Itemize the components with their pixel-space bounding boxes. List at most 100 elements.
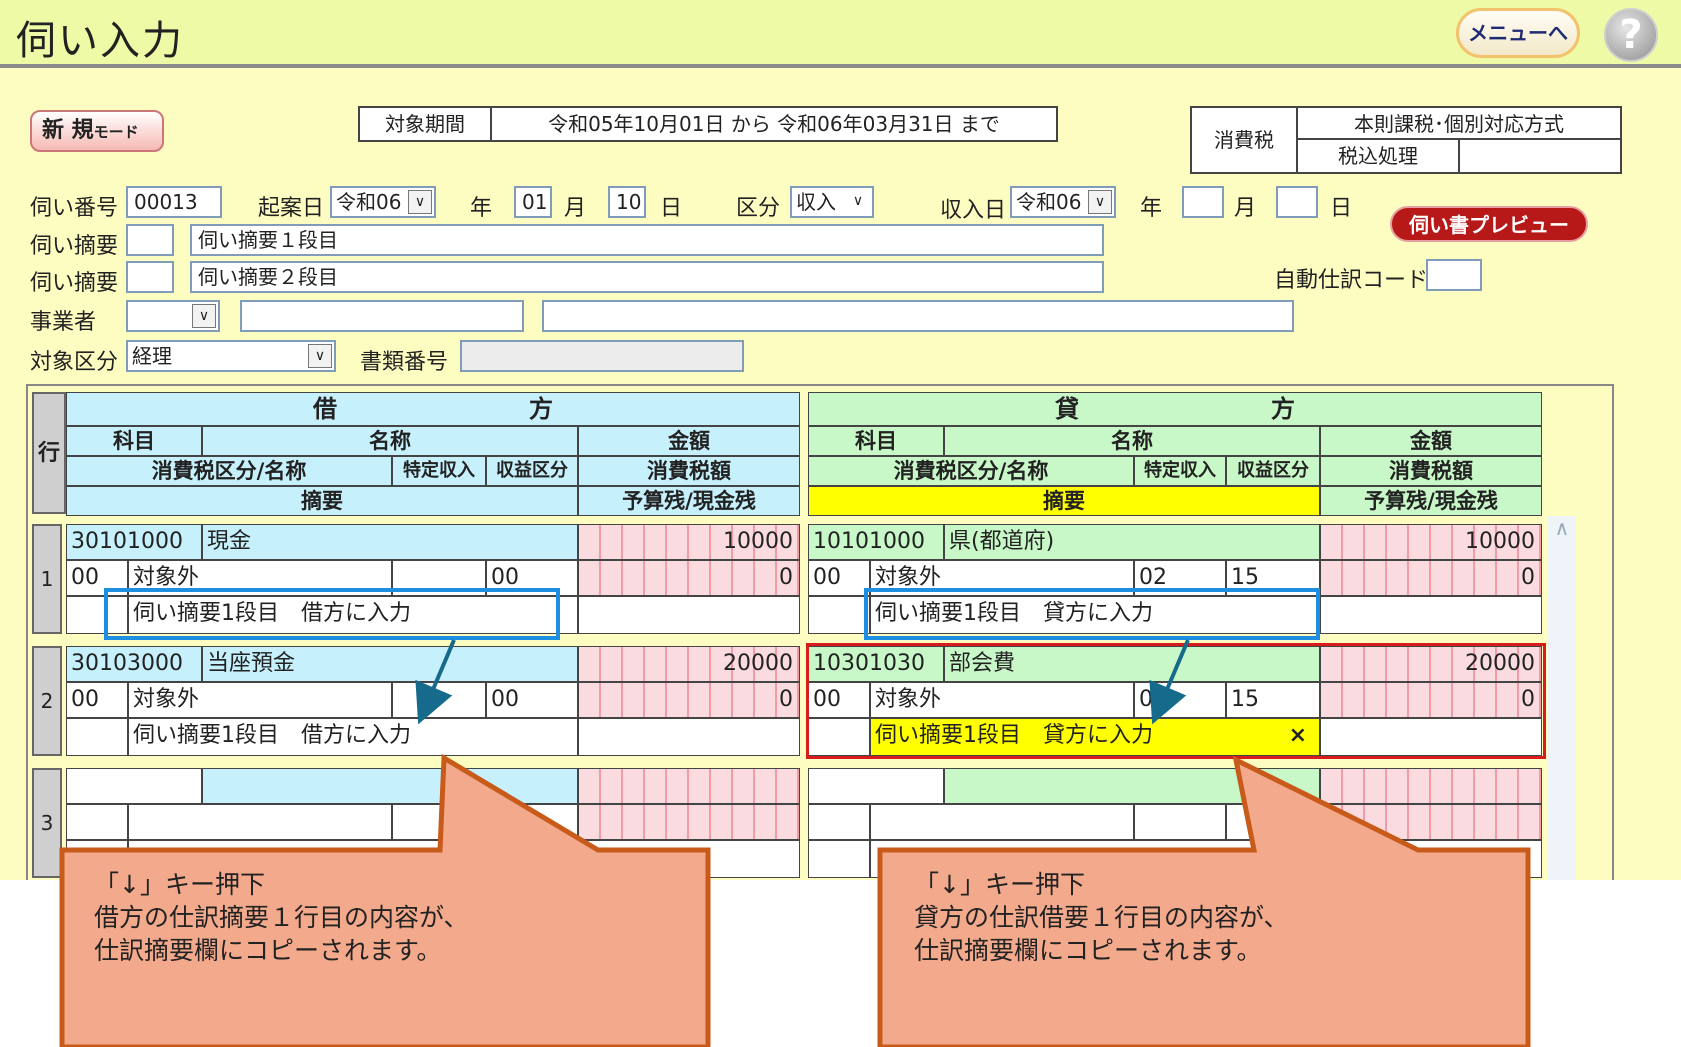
debit-tax-code[interactable]: 00 bbox=[66, 682, 128, 718]
receipt-era-select[interactable]: 令和06∨ bbox=[1010, 186, 1116, 218]
tax-processing: 税込処理 bbox=[1298, 140, 1460, 172]
grid-scrollbar[interactable]: ∧ bbox=[1548, 516, 1576, 880]
debit-summary-code[interactable] bbox=[66, 596, 128, 634]
draft-era-value: 令和06 bbox=[336, 190, 402, 214]
period-value: 令和05年10月01日 から 令和06年03月31日 まで bbox=[548, 112, 1000, 136]
clear-icon[interactable]: × bbox=[1288, 723, 1307, 748]
debit-tax-code[interactable] bbox=[66, 804, 128, 840]
credit-header: 貸 方 bbox=[808, 392, 1542, 426]
draft-era-select[interactable]: 令和06∨ bbox=[330, 186, 436, 218]
menu-button[interactable]: メニューへ bbox=[1456, 8, 1580, 58]
summary2-input[interactable]: 伺い摘要２段目 bbox=[190, 261, 1104, 293]
target-category-select[interactable]: 経理∨ bbox=[126, 340, 336, 372]
debit-tax-amount[interactable]: 0 bbox=[578, 560, 800, 596]
new-mode-button[interactable]: 新 規モード bbox=[30, 110, 164, 152]
active-entry-outline bbox=[806, 643, 1546, 759]
debit-amount[interactable]: 10000 bbox=[578, 524, 800, 560]
credit-budget bbox=[1320, 718, 1542, 756]
receipt-date-label: 収入日 bbox=[940, 198, 1007, 223]
credit-specific-income[interactable] bbox=[1134, 804, 1226, 840]
credit-revenue-class-header: 収益区分 bbox=[1226, 456, 1320, 486]
debit-tax-amount[interactable] bbox=[578, 804, 800, 840]
vendor-name-input[interactable] bbox=[542, 300, 1294, 332]
chevron-up-icon[interactable]: ∧ bbox=[1554, 516, 1570, 540]
debit-amount[interactable] bbox=[578, 768, 800, 804]
document-no-input[interactable] bbox=[460, 340, 744, 372]
debit-budget bbox=[578, 718, 800, 756]
debit-summary[interactable]: 伺い摘要1段目 借方に入力 bbox=[128, 718, 578, 756]
credit-account-name[interactable]: 県(都道府) bbox=[944, 524, 1320, 560]
draft-month-input[interactable]: 01 bbox=[514, 186, 552, 218]
callout-left-line: 借方の仕訳摘要１行目の内容が、 bbox=[94, 903, 469, 932]
credit-account-code[interactable]: 10301030 bbox=[808, 646, 944, 682]
credit-tax-amount[interactable]: 0 bbox=[1320, 560, 1542, 596]
debit-summary-code[interactable] bbox=[66, 718, 128, 756]
debit-account-name[interactable]: 現金 bbox=[202, 524, 578, 560]
credit-summary-highlight bbox=[864, 588, 1320, 640]
title-bar: 伺い入力 メニューへ ? bbox=[0, 0, 1681, 68]
credit-summary-text: 伺い摘要1段目 貸方に入力 bbox=[875, 723, 1153, 748]
receipt-day-input[interactable] bbox=[1276, 186, 1318, 218]
tax-method: 本則課税･個別対応方式 bbox=[1298, 108, 1620, 140]
app-window: 伺い入力 メニューへ ? 新 規モード 対象期間 令和05年10月01日 から … bbox=[0, 0, 1681, 880]
vendor-code-input[interactable] bbox=[240, 300, 524, 332]
callout-right-line: 「↓」キー押下 bbox=[914, 870, 1085, 899]
chevron-down-icon: ∨ bbox=[852, 193, 864, 209]
credit-amount[interactable]: 10000 bbox=[1320, 524, 1542, 560]
target-period: 対象期間 令和05年10月01日 から 令和06年03月31日 まで bbox=[358, 106, 1058, 142]
credit-tax-code[interactable] bbox=[808, 804, 870, 840]
credit-tax-amount-header: 消費税額 bbox=[1320, 456, 1542, 486]
credit-amount[interactable]: 20000 bbox=[1320, 646, 1542, 682]
credit-account-code[interactable]: 10101000 bbox=[808, 524, 944, 560]
debit-revenue-class[interactable]: 00 bbox=[486, 682, 578, 718]
category-select[interactable]: 収入∨ bbox=[790, 186, 874, 218]
debit-budget-header: 予算残/現金残 bbox=[578, 486, 800, 516]
debit-summary[interactable]: 伺い摘要1段目 借方に入力 bbox=[128, 596, 578, 634]
receipt-month-input[interactable] bbox=[1182, 186, 1224, 218]
credit-budget-header: 予算残/現金残 bbox=[1320, 486, 1542, 516]
help-icon[interactable]: ? bbox=[1604, 8, 1658, 62]
summary1-input[interactable]: 伺い摘要１段目 bbox=[190, 224, 1104, 256]
debit-revenue-class-header: 収益区分 bbox=[486, 456, 578, 486]
debit-account-code[interactable]: 30103000 bbox=[66, 646, 202, 682]
credit-tax-name: 対象外 bbox=[870, 682, 1134, 718]
credit-summary-code[interactable] bbox=[808, 718, 870, 756]
debit-tax-amount[interactable]: 0 bbox=[578, 682, 800, 718]
arrow-credit bbox=[1149, 639, 1190, 725]
credit-summary-active[interactable]: 伺い摘要1段目 貸方に入力 × bbox=[870, 718, 1320, 756]
vendor-select[interactable]: ∨ bbox=[126, 300, 220, 332]
credit-summary[interactable]: 伺い摘要1段目 貸方に入力 bbox=[870, 596, 1320, 634]
credit-amount[interactable] bbox=[1320, 768, 1542, 804]
credit-account-code[interactable] bbox=[808, 768, 944, 804]
auto-journal-code-input[interactable] bbox=[1426, 259, 1482, 291]
credit-tax-code[interactable]: 00 bbox=[808, 682, 870, 718]
credit-summary-code[interactable] bbox=[808, 596, 870, 634]
callout-right-text: 「↓」キー押下 貸方の仕訳借要１行目の内容が、 仕訳摘要欄にコピーされます。 bbox=[914, 868, 1289, 967]
arrow-debit bbox=[415, 639, 456, 725]
credit-account-name[interactable]: 部会費 bbox=[944, 646, 1320, 682]
debit-amount-header: 金額 bbox=[578, 426, 800, 456]
target-category-label: 対象区分 bbox=[30, 350, 119, 375]
debit-account-code[interactable] bbox=[66, 768, 202, 804]
debit-account-name[interactable]: 当座預金 bbox=[202, 646, 578, 682]
inquiry-no-input[interactable]: 00013 bbox=[126, 186, 222, 218]
draft-day-input[interactable]: 10 bbox=[608, 186, 646, 218]
receipt-year-label: 年 bbox=[1140, 196, 1163, 221]
credit-revenue-class[interactable]: 15 bbox=[1226, 682, 1320, 718]
summary2-code-input[interactable] bbox=[126, 261, 174, 293]
inquiry-preview-button[interactable]: 伺い書プレビュー bbox=[1390, 206, 1588, 242]
receipt-month-label: 月 bbox=[1234, 196, 1257, 221]
debit-budget bbox=[578, 596, 800, 634]
credit-tax-amount[interactable]: 0 bbox=[1320, 682, 1542, 718]
credit-account-header: 科目 bbox=[808, 426, 944, 456]
debit-account-code[interactable]: 30101000 bbox=[66, 524, 202, 560]
tax-label: 消費税 bbox=[1192, 108, 1298, 172]
target-category-value: 経理 bbox=[132, 344, 172, 368]
summary1-code-input[interactable] bbox=[126, 224, 174, 256]
debit-amount[interactable]: 20000 bbox=[578, 646, 800, 682]
credit-summary-code[interactable] bbox=[808, 840, 870, 878]
credit-tax-code[interactable]: 00 bbox=[808, 560, 870, 596]
debit-tax-class-header: 消費税区分/名称 bbox=[66, 456, 392, 486]
debit-summary-highlight bbox=[104, 588, 560, 640]
